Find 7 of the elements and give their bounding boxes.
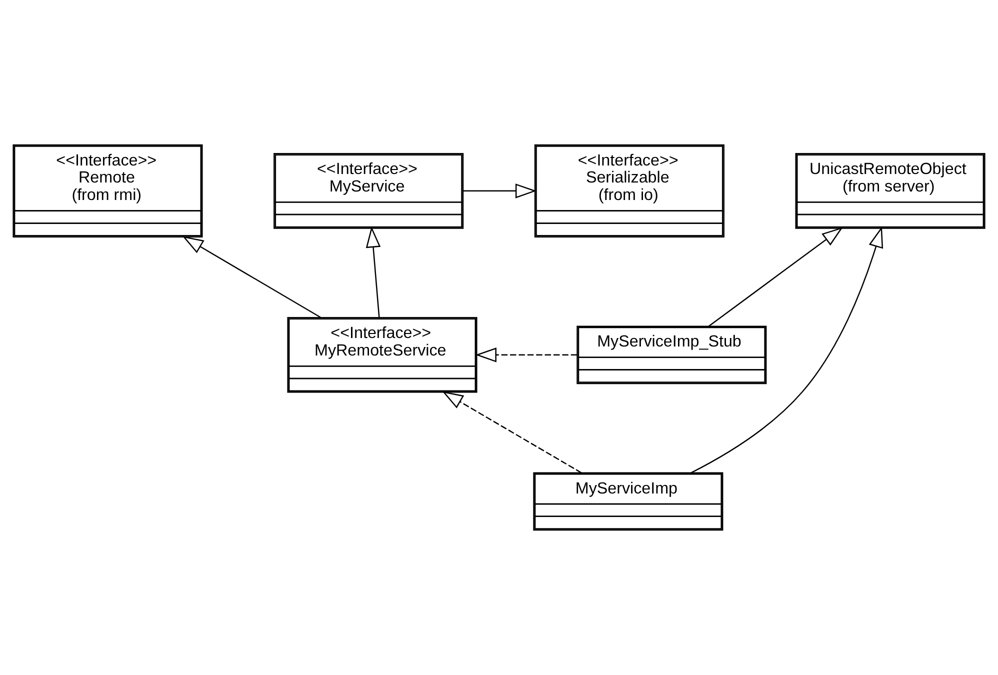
arrow [182, 236, 322, 318]
arrow [708, 227, 843, 327]
arrow [690, 226, 884, 474]
arrow [442, 391, 582, 474]
arrow [463, 184, 537, 198]
arrow [475, 348, 578, 362]
arrow [366, 226, 381, 318]
